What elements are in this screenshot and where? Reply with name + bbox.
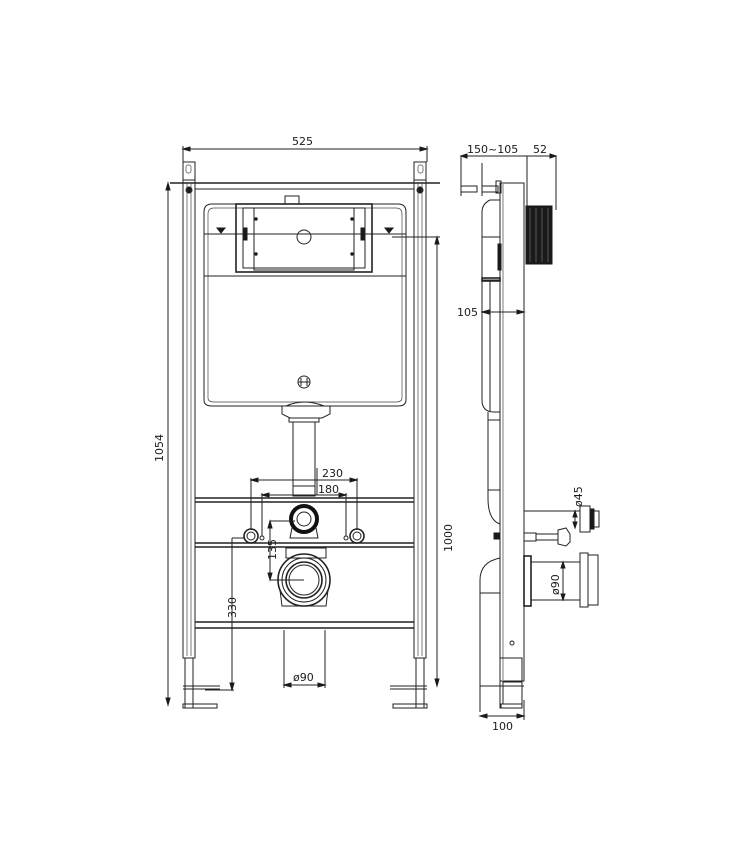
outlet-diameter-label: ø90 [293,671,314,684]
overall-height-label: 1054 [153,434,166,462]
cistern-depth-label: 105 [457,306,478,319]
wall-depth-label: 150~105 [467,143,518,156]
inlet-outlet-label: 135 [266,539,279,560]
overall-width-label: 525 [292,135,313,148]
bottom-depth-label: 100 [492,720,513,733]
frame-height-label: 1000 [442,524,455,552]
front-view: 525 1054 1000 330 230 180 135 ø90 [153,135,455,709]
plate-depth-label: 52 [533,143,547,156]
side-outlet-diameter-label: ø90 [549,574,562,595]
inlet-diameter-label: ø45 [572,486,585,507]
waste-height-label: 330 [226,597,239,618]
side-view: 150~105 52 105 ø45 ø90 100 [457,143,600,733]
bolt-spacing-label: 230 [322,467,343,480]
inlet-spacing-label: 180 [318,483,339,496]
